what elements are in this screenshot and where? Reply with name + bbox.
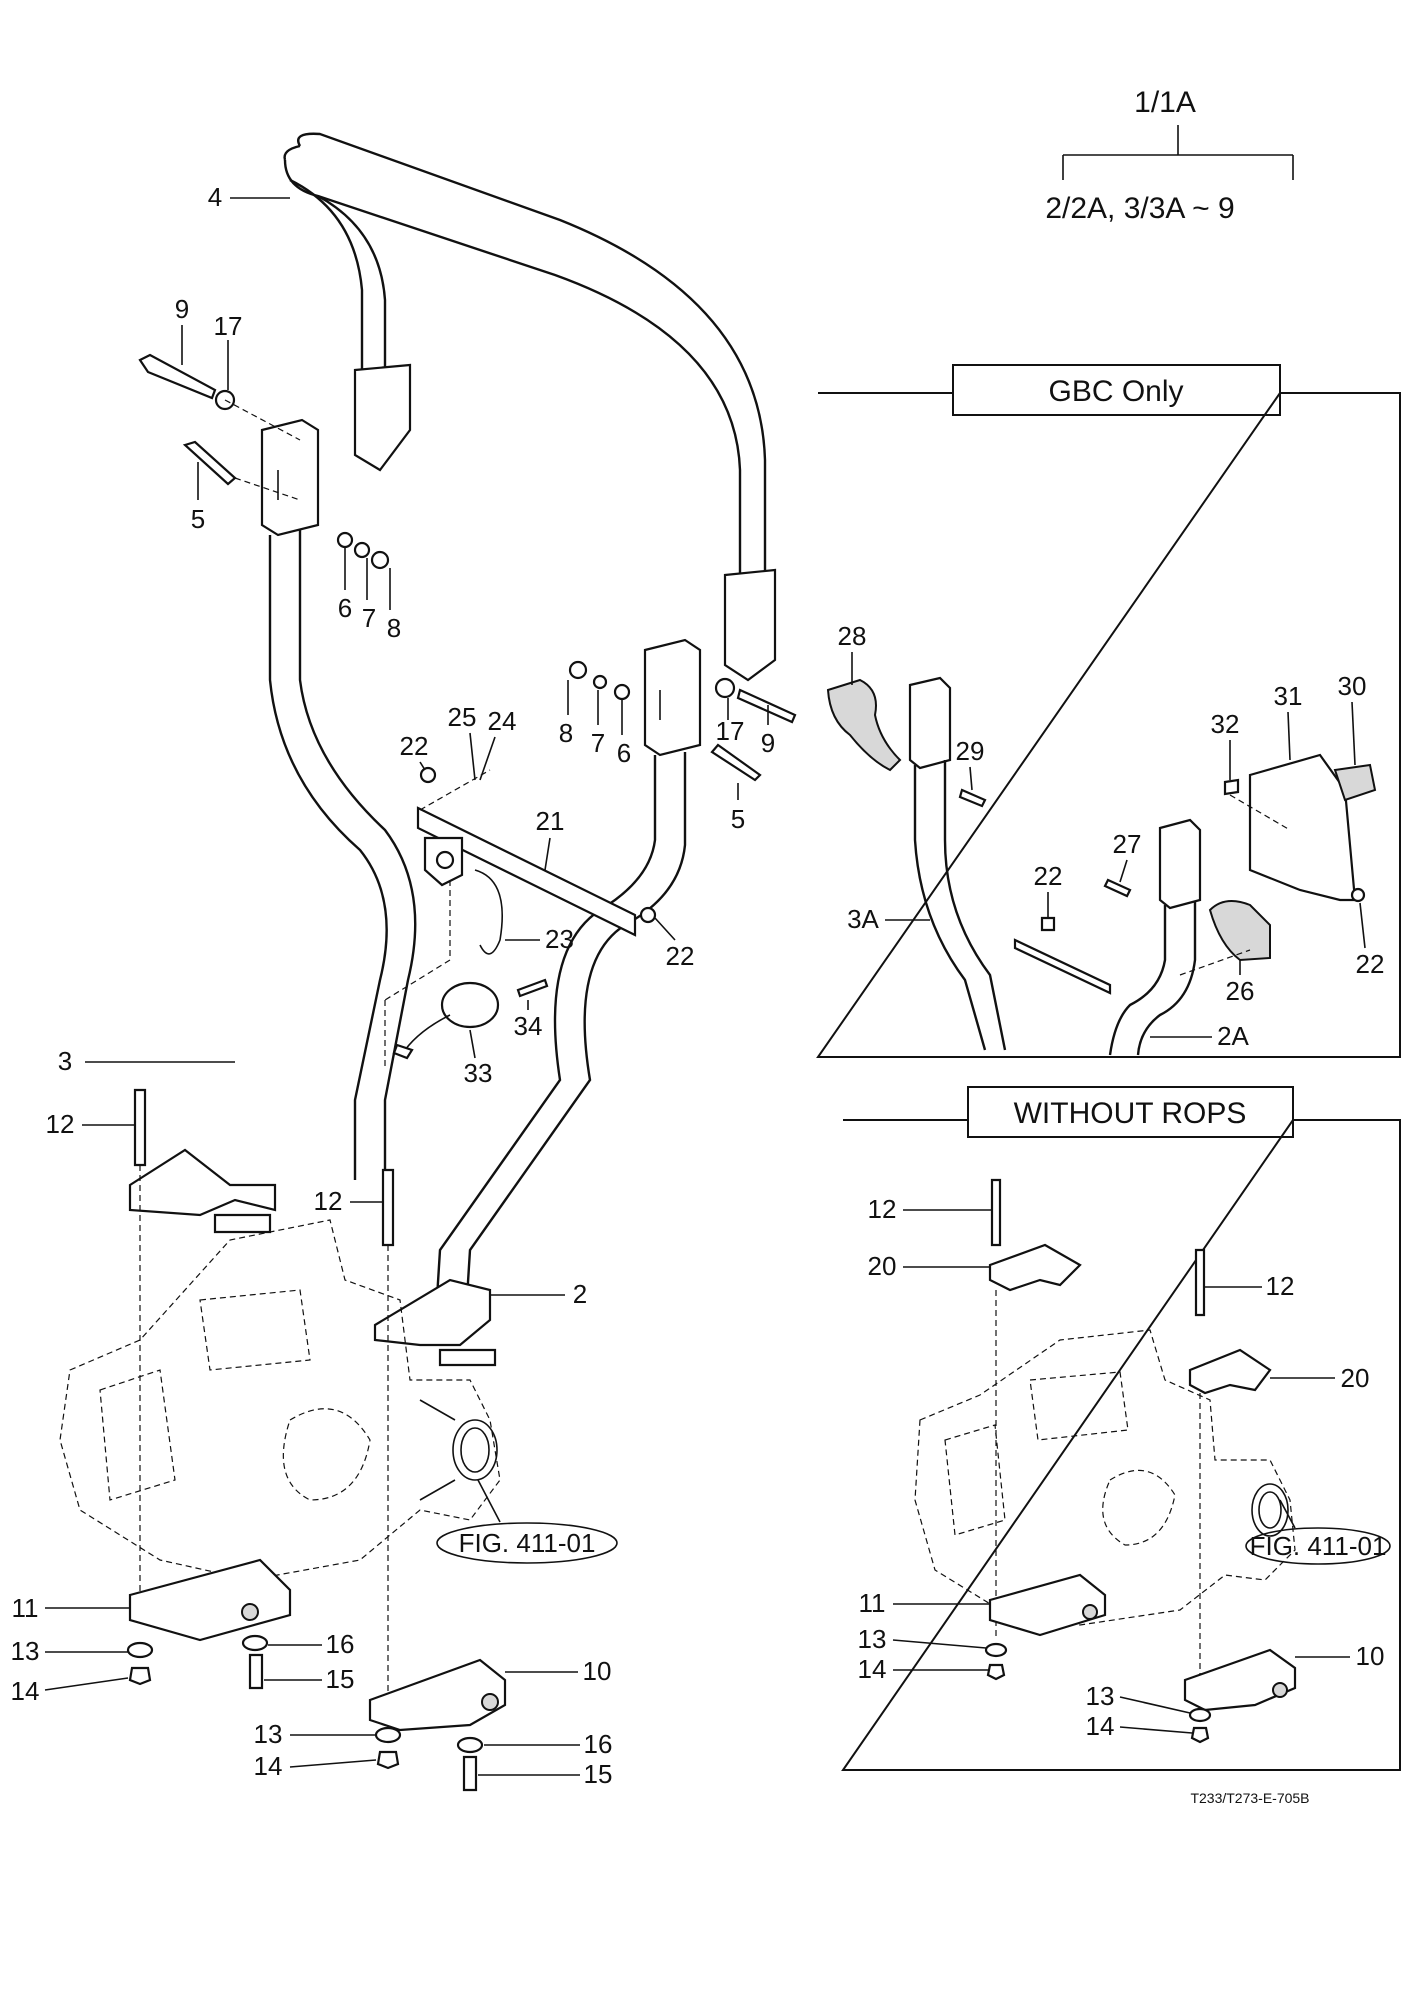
callout-5: 5 <box>191 504 205 534</box>
callout-17b: 17 <box>716 716 745 746</box>
rops-left-post <box>128 418 417 1234</box>
callout-17: 17 <box>214 311 243 341</box>
callout-8: 8 <box>387 613 401 643</box>
mount-bolts <box>133 1088 395 1720</box>
without-rops-inset: WITHOUT ROPS FIG. 411-01 12 20 12 <box>841 1086 1401 1771</box>
wr-callout-12: 12 <box>868 1194 897 1224</box>
callout-13: 13 <box>11 1636 40 1666</box>
callout-24: 24 <box>488 706 517 736</box>
seat-switch <box>392 978 549 1060</box>
main-model-label: 1/1A <box>1134 86 1196 119</box>
wr-callout-14: 14 <box>858 1654 887 1684</box>
gbc-callout-27: 27 <box>1113 829 1142 859</box>
callout-2: 2 <box>573 1279 587 1309</box>
fig-reference-inset-label: FIG. 411-01 <box>1250 1531 1387 1561</box>
transmission-housing <box>59 1219 501 1581</box>
gbc-only-title: GBC Only <box>1048 375 1183 408</box>
model-bracket: 1/1A 2/2A, 3/3A ~ 9 <box>1045 86 1294 225</box>
callout-7b: 7 <box>591 728 605 758</box>
gbc-callout-3A: 3A <box>847 904 879 934</box>
callout-10: 10 <box>583 1656 612 1686</box>
callout-6: 6 <box>338 593 352 623</box>
callout-9: 9 <box>175 294 189 324</box>
gbc-callout-22: 22 <box>1034 861 1063 891</box>
callout-15b: 15 <box>584 1759 613 1789</box>
lower-plates <box>126 1558 507 1792</box>
gbc-only-inset: GBC Only 28 29 3A 22 27 <box>816 364 1401 1058</box>
applies-to-label: 2/2A, 3/3A ~ 9 <box>1045 192 1234 225</box>
callout-9b: 9 <box>761 728 775 758</box>
gbc-callout-2A: 2A <box>1217 1021 1249 1051</box>
gbc-callout-28: 28 <box>838 621 867 651</box>
fig-reference-main-label: FIG. 411-01 <box>459 1528 596 1558</box>
wr-callout-11: 11 <box>859 1588 886 1618</box>
callout-11: 11 <box>12 1593 39 1623</box>
callout-15: 15 <box>326 1664 355 1694</box>
without-rops-title: WITHOUT ROPS <box>1014 1097 1247 1130</box>
gbc-callout-30: 30 <box>1338 671 1367 701</box>
callout-16b: 16 <box>584 1729 613 1759</box>
callout-14: 14 <box>11 1676 40 1706</box>
callout-6b: 6 <box>617 738 631 768</box>
wr-callout-20b: 20 <box>1341 1363 1370 1393</box>
callout-25: 25 <box>448 702 477 732</box>
gbc-bracket-bar <box>384 766 657 1070</box>
callout-12: 12 <box>46 1109 75 1139</box>
upper-right-hardware <box>568 660 797 782</box>
fig-reference-main: FIG. 411-01 <box>436 1479 618 1564</box>
callout-16: 16 <box>326 1629 355 1659</box>
wr-callout-20: 20 <box>868 1251 897 1281</box>
main-callouts: 4 9 17 5 6 7 8 8 7 6 17 9 5 25 24 22 21 … <box>11 182 776 1789</box>
callout-21: 21 <box>536 806 565 836</box>
gbc-callout-26: 26 <box>1226 976 1255 1006</box>
callout-3: 3 <box>58 1046 72 1076</box>
callout-22b: 22 <box>666 941 695 971</box>
callout-34: 34 <box>514 1011 543 1041</box>
drawing-code: T233/T273-E-705B <box>1190 1790 1309 1806</box>
callout-33: 33 <box>464 1058 493 1088</box>
callout-12b: 12 <box>314 1186 343 1216</box>
callout-5b: 5 <box>731 804 745 834</box>
rops-right-post <box>373 638 702 1367</box>
callout-8b: 8 <box>559 718 573 748</box>
upper-left-hardware <box>138 353 390 570</box>
rops-upper-frame <box>283 132 777 682</box>
callout-22: 22 <box>400 731 429 761</box>
gbc-callout-29: 29 <box>956 736 985 766</box>
gbc-callout-32: 32 <box>1211 709 1240 739</box>
callout-7: 7 <box>362 603 376 633</box>
callout-23: 23 <box>545 924 574 954</box>
gbc-callout-31: 31 <box>1274 681 1303 711</box>
callout-4: 4 <box>208 182 222 212</box>
wr-callout-13: 13 <box>858 1624 887 1654</box>
wr-callout-12b: 12 <box>1266 1271 1295 1301</box>
callout-13b: 13 <box>254 1719 283 1749</box>
wr-callout-13b: 13 <box>1086 1681 1115 1711</box>
wr-callout-10: 10 <box>1356 1641 1385 1671</box>
callout-14b: 14 <box>254 1751 283 1781</box>
gbc-callout-22b: 22 <box>1356 949 1385 979</box>
wr-callout-14b: 14 <box>1086 1711 1115 1741</box>
